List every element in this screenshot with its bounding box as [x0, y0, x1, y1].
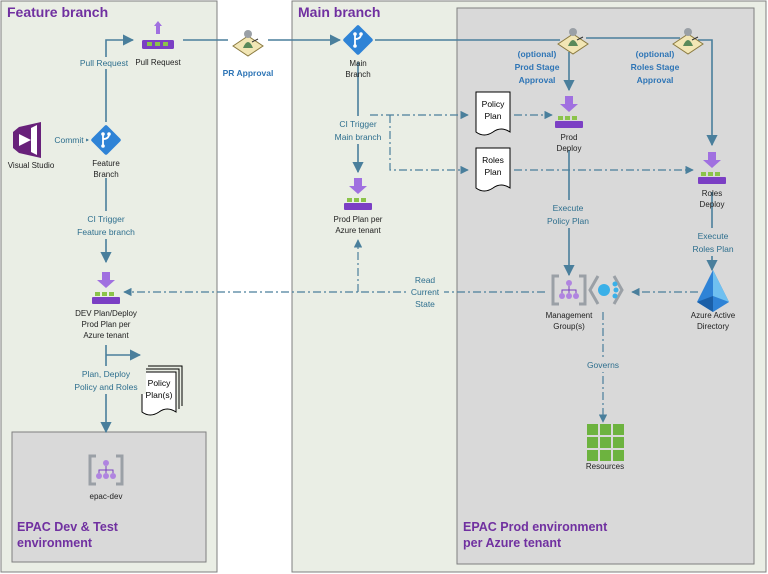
prod-approval-label-3: Approval — [519, 75, 556, 85]
management-group-icon — [551, 274, 587, 306]
policy-plan-doc-line1: Policy — [482, 99, 505, 109]
resources-icon — [587, 424, 624, 461]
roles-approval-to-deploy-edge — [698, 39, 718, 147]
pull-request-icon — [142, 21, 174, 49]
main-branch-label-2: Branch — [345, 70, 370, 79]
execute-policy-label-2: Policy Plan — [547, 216, 589, 226]
prod-approval-label-2: Prod Stage — [515, 62, 560, 72]
execute-roles-label-2: Roles Plan — [692, 244, 733, 254]
dev-plan-label-3: Azure tenant — [83, 331, 129, 340]
feature-branch-label-1: Feature — [92, 159, 120, 168]
main-branch-title: Main branch — [298, 4, 380, 20]
roles-approval-label-3: Approval — [637, 75, 674, 85]
roles-plan-doc-line2: Plan — [484, 167, 501, 177]
roles-deploy-label-2: Deploy — [700, 200, 725, 209]
policy-plan-doc-line2: Plan — [484, 111, 501, 121]
prod-deploy-label-1: Prod — [561, 133, 578, 142]
feature-branch-title: Feature branch — [7, 4, 108, 20]
execute-policy-label-1: Execute — [553, 203, 584, 213]
dev-plan-label-2: Prod Plan per — [82, 320, 131, 329]
roles-plan-doc-line1: Roles — [482, 155, 504, 165]
prod-env-title-2: per Azure tenant — [463, 536, 562, 550]
management-groups-label-2: Group(s) — [553, 322, 585, 331]
prod-env-title-1: EPAC Prod environment — [463, 520, 608, 534]
pull-request-edge-label: Pull Request — [80, 58, 129, 68]
ci-trigger-feature-label-2: Feature branch — [77, 227, 135, 237]
resources-label: Resources — [586, 462, 624, 471]
visual-studio-label: Visual Studio — [8, 161, 55, 170]
pr-approval-label: PR Approval — [223, 68, 274, 78]
prod-approval-label-1: (optional) — [518, 49, 557, 59]
policy-icon — [588, 275, 624, 305]
management-groups-label-1: Management — [546, 311, 593, 320]
visual-studio-icon — [13, 122, 41, 158]
plan-deploy-label-2: Policy and Roles — [74, 382, 137, 392]
epac-dev-management-group-icon — [88, 454, 124, 486]
roles-plan-document: Roles Plan — [475, 147, 511, 192]
policy-plans-doc-line1: Policy — [148, 378, 171, 388]
pull-request-node-label: Pull Request — [135, 58, 181, 67]
ci-trigger-main-label-1: CI Trigger — [339, 119, 376, 129]
prod-plan-label-1: Prod Plan per — [334, 215, 383, 224]
read-state-label-3: State — [415, 299, 435, 309]
execute-roles-label-1: Execute — [698, 231, 729, 241]
roles-deploy-label-1: Roles — [702, 189, 722, 198]
read-state-label-2: Current — [411, 287, 440, 297]
azure-active-directory-icon — [697, 270, 729, 312]
dev-env-title-2: environment — [17, 536, 93, 550]
dev-plan-label-1: DEV Plan/Deploy — [75, 309, 137, 318]
prod-deploy-label-2: Deploy — [557, 144, 582, 153]
prod-plan-label-2: Azure tenant — [335, 226, 381, 235]
ci-trigger-feature-label-1: CI Trigger — [87, 214, 124, 224]
plan-deploy-label-1: Plan, Deploy — [82, 369, 131, 379]
policy-plans-document: Policy Plan(s) — [141, 371, 177, 416]
epac-dev-label: epac-dev — [90, 492, 123, 501]
governs-label: Governs — [587, 360, 619, 370]
feature-branch-label-2: Branch — [93, 170, 118, 179]
dev-env-title-1: EPAC Dev & Test — [17, 520, 119, 534]
main-branch-label-1: Main — [349, 59, 366, 68]
pull-request-edge — [105, 34, 135, 122]
policy-plans-doc-line2: Plan(s) — [146, 390, 173, 400]
azure-ad-label-1: Azure Active — [691, 311, 736, 320]
commit-edge-label: Commit — [54, 135, 84, 145]
pr-approval-icon — [232, 29, 264, 57]
azure-ad-label-2: Directory — [697, 322, 729, 331]
policy-plans-document-back2 — [145, 365, 183, 409]
roles-approval-label-1: (optional) — [636, 49, 675, 59]
prod-plan-to-roles-plan-edge — [389, 115, 469, 175]
policy-plan-document: Policy Plan — [475, 91, 511, 136]
ci-trigger-main-label-2: Main branch — [335, 132, 382, 142]
read-state-label-1: Read — [415, 275, 436, 285]
roles-approval-label-2: Roles Stage — [631, 62, 680, 72]
